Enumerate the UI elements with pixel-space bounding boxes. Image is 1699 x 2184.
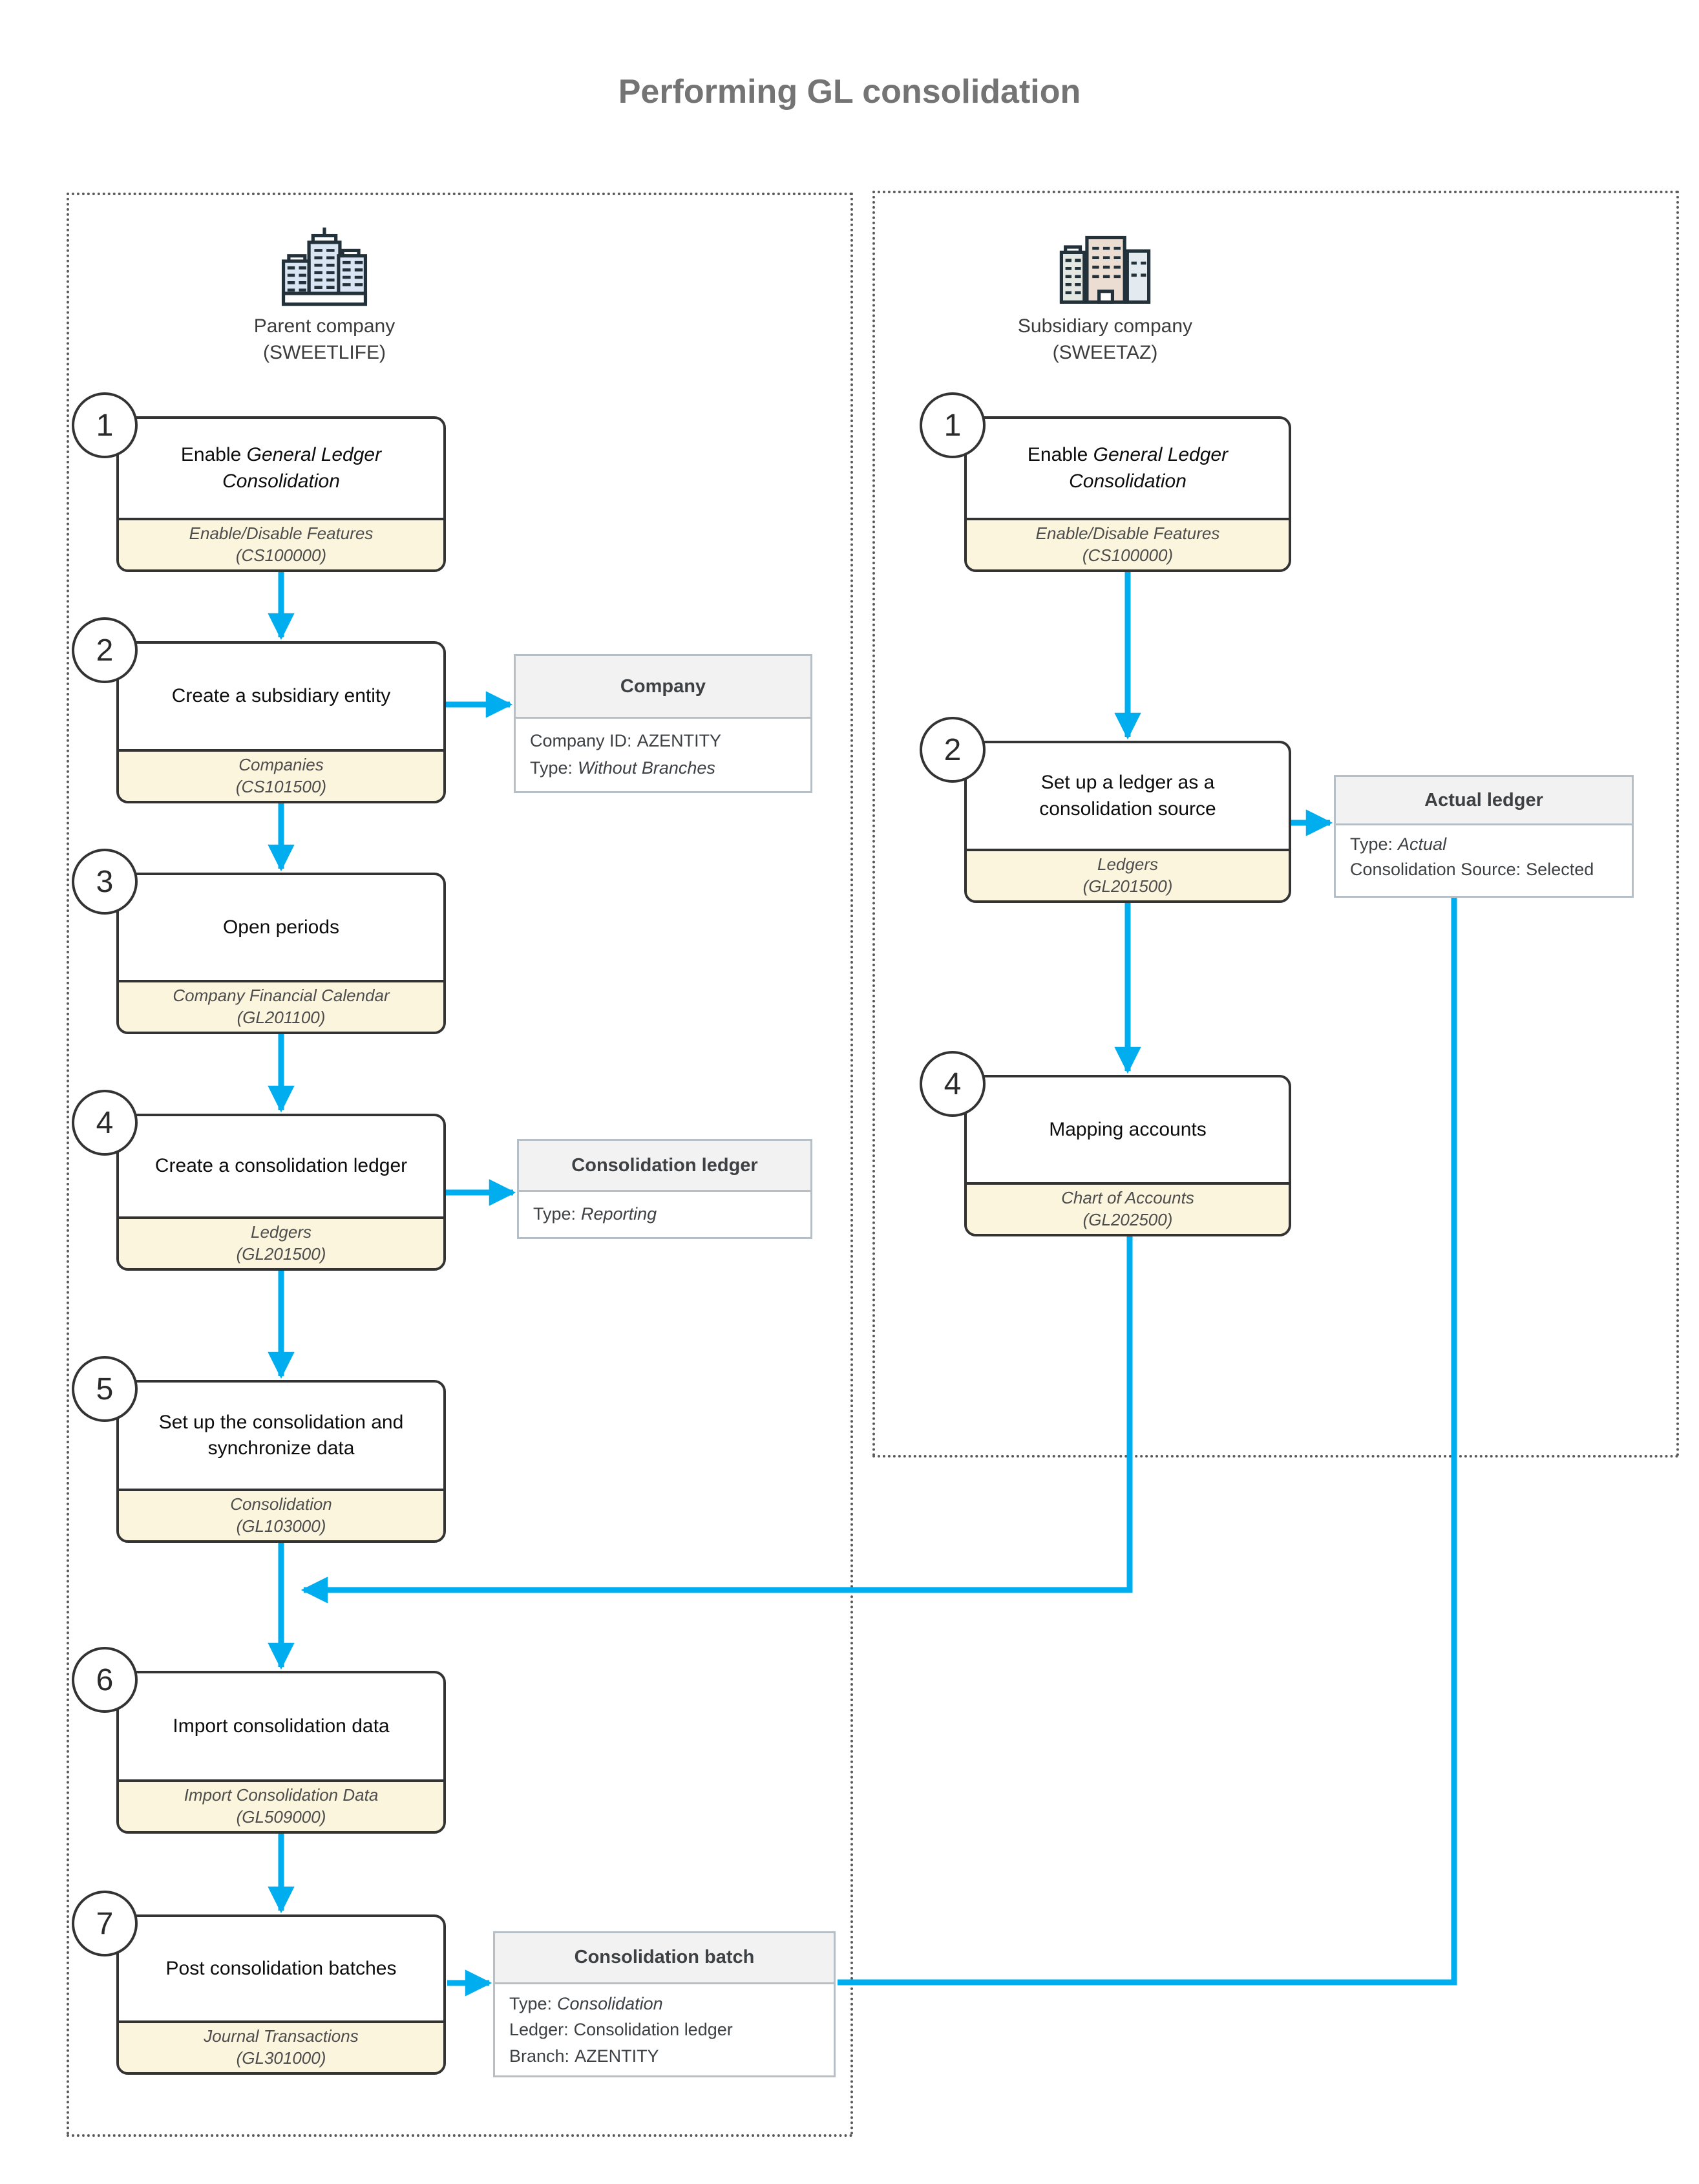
step-label: Open periods [222, 916, 340, 938]
city-buildings-icon [1059, 235, 1151, 304]
step-number-badge: 1 [72, 392, 138, 458]
callout-title: Consolidation batch [495, 1933, 834, 1984]
page-title: Performing GL consolidation [618, 73, 1081, 111]
step-label: Set up the consolidation and synchronize… [158, 1411, 404, 1459]
step-screen-footer: Enable/Disable Features(CS100000) [967, 518, 1289, 569]
city-buildings-icon [281, 228, 368, 306]
step-label: Enable General Ledger Consolidation [180, 444, 382, 492]
callout-consolidation-batch: Consolidation batch Type:Consolidation L… [493, 1931, 836, 2077]
callout-company: Company Company ID:AZENTITY Type:Without… [514, 654, 812, 793]
step-screen-footer: Company Financial Calendar(GL201100) [119, 980, 443, 1032]
step-screen-footer: Import Consolidation Data(GL509000) [119, 1779, 443, 1831]
callout-body: Type:Actual Consolidation Source:Selecte… [1350, 834, 1594, 880]
callout-consolidation-ledger: Consolidation ledger Type:Reporting [517, 1139, 812, 1239]
callout-body: Type:Reporting [533, 1204, 657, 1224]
parent-company-name: Parent company [253, 315, 396, 337]
subsidiary-company-name: Subsidiary company [1017, 315, 1193, 337]
step-screen-footer: Companies(CS101500) [119, 749, 443, 801]
step-number-badge: 5 [72, 1356, 138, 1422]
step-screen-footer: Journal Transactions(GL301000) [119, 2020, 443, 2072]
step-screen-footer: Enable/Disable Features(CS100000) [119, 518, 443, 569]
step-sub-4-mapping-accounts: Mapping accounts Chart of Accounts(GL202… [964, 1075, 1291, 1236]
callout-title: Actual ledger [1336, 777, 1632, 825]
step-label: Create a subsidiary entity [171, 685, 391, 707]
step-sub-2-ledger-consolidation-source: Set up a ledger as a consolidation sourc… [964, 741, 1291, 903]
subsidiary-company-header: Subsidiary company (SWEETAZ) [1018, 231, 1192, 366]
step-screen-footer: Consolidation(GL103000) [119, 1489, 443, 1540]
step-parent-2-create-subsidiary-entity: Create a subsidiary entity Companies(CS1… [116, 641, 446, 803]
step-label: Mapping accounts [1049, 1118, 1207, 1140]
step-parent-5-setup-consolidation-sync: Set up the consolidation and synchronize… [116, 1380, 446, 1543]
step-number-badge: 1 [920, 392, 986, 458]
step-number-badge: 6 [72, 1647, 138, 1713]
step-parent-1-enable-gl-consolidation: Enable General Ledger Consolidation Enab… [116, 416, 446, 572]
step-parent-4-create-consolidation-ledger: Create a consolidation ledger Ledgers(GL… [116, 1114, 446, 1271]
step-screen-footer: Chart of Accounts(GL202500) [967, 1182, 1289, 1234]
step-number-badge: 4 [72, 1090, 138, 1156]
callout-actual-ledger: Actual ledger Type:Actual Consolidation … [1334, 775, 1634, 898]
step-label: Post consolidation batches [165, 1957, 397, 1979]
step-screen-footer: Ledgers(GL201500) [119, 1216, 443, 1268]
callout-title: Company [516, 656, 810, 719]
step-screen-footer: Ledgers(GL201500) [967, 849, 1289, 900]
parent-company-header: Parent company (SWEETLIFE) [254, 226, 395, 366]
callout-body: Company ID:AZENTITY Type:Without Branche… [530, 731, 722, 778]
callout-body: Type:Consolidation Ledger:Consolidation … [509, 1993, 733, 2066]
step-number-badge: 7 [72, 1891, 138, 1956]
step-sub-1-enable-gl-consolidation: Enable General Ledger Consolidation Enab… [964, 416, 1291, 572]
step-parent-6-import-consolidation-data: Import consolidation data Import Consoli… [116, 1671, 446, 1834]
step-label: Set up a ledger as a consolidation sourc… [1039, 772, 1216, 820]
step-number-badge: 4 [920, 1051, 986, 1117]
subsidiary-company-id: (SWEETAZ) [1052, 341, 1158, 363]
step-number-badge: 3 [72, 849, 138, 915]
step-parent-3-open-periods: Open periods Company Financial Calendar(… [116, 873, 446, 1034]
step-label: Enable General Ledger Consolidation [1027, 444, 1229, 492]
step-parent-7-post-consolidation-batches: Post consolidation batches Journal Trans… [116, 1914, 446, 2075]
step-label: Create a consolidation ledger [154, 1155, 408, 1177]
callout-title: Consolidation ledger [519, 1141, 810, 1193]
parent-company-id: (SWEETLIFE) [262, 341, 386, 363]
step-number-badge: 2 [72, 617, 138, 683]
step-label: Import consolidation data [173, 1715, 390, 1737]
step-number-badge: 2 [920, 717, 986, 783]
